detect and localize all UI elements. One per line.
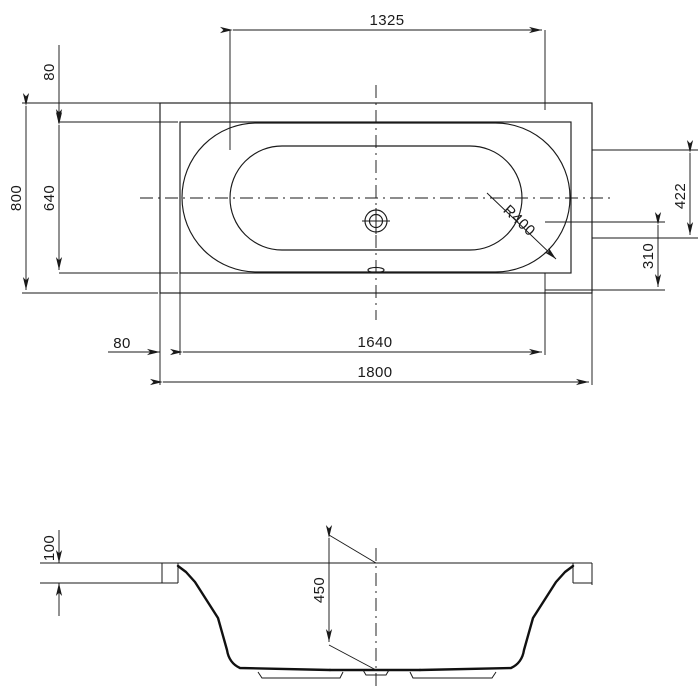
ext-450-bottom-leader <box>328 644 377 671</box>
dim-label-800: 800 <box>8 185 25 211</box>
dim-label-80-bottom: 80 <box>113 335 131 352</box>
r400-leader-line <box>486 192 557 260</box>
dim-label-640: 640 <box>41 185 58 211</box>
section-base-foot-left <box>257 671 344 679</box>
section-tub-profile-left <box>176 564 332 672</box>
dim-label-450: 450 <box>311 577 328 603</box>
dim-label-1325: 1325 <box>370 12 405 29</box>
overflow-slot-icon <box>367 266 385 274</box>
section-tub-profile-right <box>418 564 575 672</box>
ext-450-top-leader <box>328 534 377 564</box>
plan-view-dimensions: 1325 80 800 640 422 310 <box>8 12 698 386</box>
dim-label-422: 422 <box>672 183 689 209</box>
section-view-dimensions: 100 450 <box>40 525 377 671</box>
r400-label: R400 <box>500 202 539 240</box>
dim-label-80-top: 80 <box>41 63 58 81</box>
dim-label-100: 100 <box>41 535 58 561</box>
plan-view-geometry: R400 <box>140 85 612 320</box>
dim-label-310: 310 <box>640 243 657 269</box>
dim-label-1640: 1640 <box>358 334 393 351</box>
section-base-foot-right <box>409 671 497 679</box>
dim-label-1800: 1800 <box>358 364 393 381</box>
section-view-geometry <box>62 548 593 686</box>
